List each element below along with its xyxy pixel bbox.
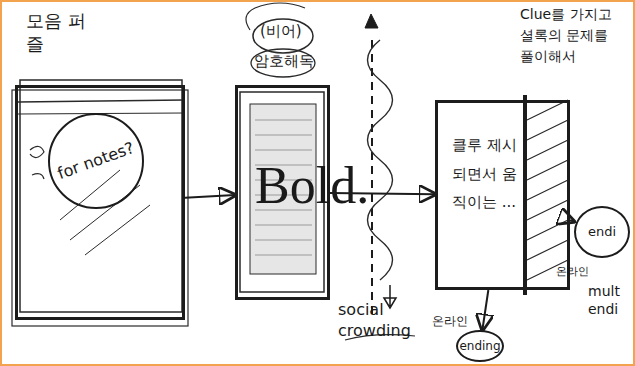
sketch-circle — [253, 19, 313, 53]
flow-arrow — [330, 193, 435, 194]
ending-circle: ending — [456, 330, 504, 362]
screen-line — [18, 100, 184, 102]
flow-arrow — [482, 290, 488, 330]
pointer-arrow — [384, 285, 396, 308]
wavy-line — [368, 40, 393, 280]
note-text: social crowding — [338, 300, 422, 342]
node-heading: for notes? — [55, 138, 137, 184]
node-heading: endi — [588, 224, 616, 240]
divider-line — [371, 40, 373, 320]
watermark: Bold. — [255, 152, 369, 220]
ending-circle: endi — [574, 206, 630, 258]
sketch-circle — [251, 49, 315, 77]
hatch-line — [527, 100, 568, 280]
node-heading: ending — [459, 339, 500, 354]
note-text: 온라인 — [556, 265, 589, 279]
divider-line — [523, 95, 527, 295]
clue-box: 클루 제시 되면서 움직이는 ... — [435, 100, 570, 290]
node-heading: (비어) — [260, 22, 302, 41]
note-text: 온라인 — [432, 314, 468, 330]
sketch-outline — [20, 80, 182, 312]
hatch-line — [60, 170, 150, 255]
phone-screen: 모음 퍼즐for notes? — [15, 85, 185, 320]
note-text: mult endi — [588, 282, 632, 318]
sketch-outline — [12, 90, 188, 326]
flow-arrow — [185, 195, 235, 198]
note-text: Clue를 가지고 셜록의 문제를 풀이해서 — [520, 4, 620, 67]
pencil-mark — [365, 14, 378, 28]
node-text: 암호해독 — [254, 52, 314, 71]
flow-arrow — [570, 220, 574, 221]
node-heading: 모음 퍼즐 — [26, 10, 86, 55]
note-circle: for notes? — [48, 113, 144, 209]
sketch-scribble — [30, 146, 44, 179]
node-heading: 클루 제시 되면서 움직이는 ... — [452, 131, 518, 217]
